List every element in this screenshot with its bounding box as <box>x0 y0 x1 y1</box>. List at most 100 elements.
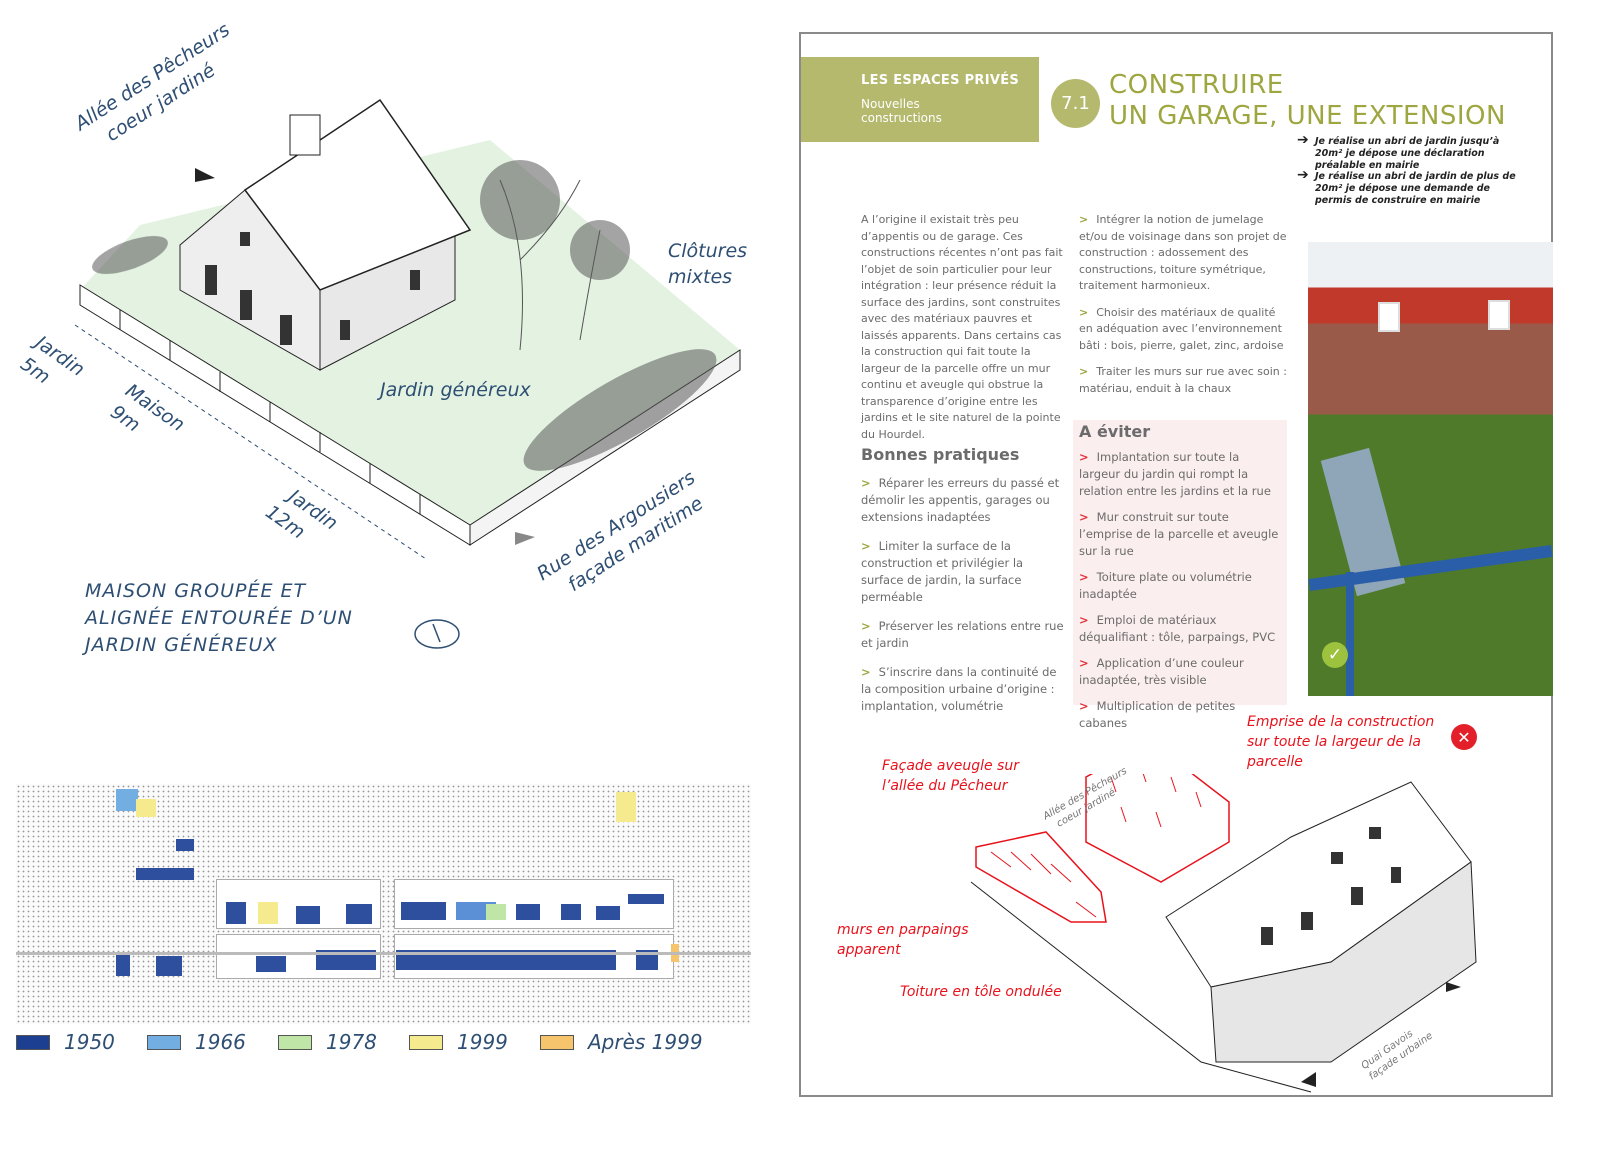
bullet-icon: > <box>1079 570 1089 584</box>
title-line: CONSTRUIRE <box>1109 70 1284 100</box>
legend-swatch <box>278 1034 312 1050</box>
note: ➔ Je réalise un abri de jardin de plus de… <box>1297 167 1517 207</box>
bullet-icon: > <box>1079 656 1089 670</box>
bullet-icon: > <box>1079 613 1089 627</box>
label-line: Façade aveugle sur <box>882 758 1019 774</box>
section-band: LES ESPACES PRIVÉS Nouvelles constructio… <box>801 57 1039 142</box>
legend-item-1999: 1999 <box>409 1030 508 1054</box>
item-text: Emploi de matériaux déqualifiant : tôle,… <box>1079 613 1276 644</box>
bullet-icon: > <box>1079 365 1089 378</box>
list-item: >Mur construit sur toute l’emprise de la… <box>1079 509 1281 560</box>
clotures-sub-label: mixtes <box>668 266 733 288</box>
legend-item-apres-1999: Après 1999 <box>540 1030 703 1054</box>
item-text: Réparer les erreurs du passé et démolir … <box>861 476 1060 524</box>
caption: MAISON GROUPÉE ET ALIGNÉE ENTOURÉE D’UN … <box>85 578 353 659</box>
label-line: Emprise de la construction <box>1247 714 1435 730</box>
label-emprise: Emprise de la construction sur toute la … <box>1247 712 1434 772</box>
label-line: l’allée du Pêcheur <box>882 778 1008 794</box>
item-text: Traiter les murs sur rue avec soin : mat… <box>1079 365 1287 395</box>
legend-item-1978: 1978 <box>278 1030 377 1054</box>
bullet-icon: > <box>1079 213 1089 226</box>
list-item: >S’inscrire dans la continuité de la com… <box>861 664 1067 715</box>
arrow-right-icon: ➔ <box>1297 132 1309 148</box>
item-text: Mur construit sur toute l’emprise de la … <box>1079 510 1279 558</box>
subsection-title: Nouvelles constructions <box>861 97 942 125</box>
label-clotures: Clôtures mixtes <box>668 238 747 290</box>
legend-item-1950: 1950 <box>16 1030 115 1054</box>
arrow-right-icon: ➔ <box>1297 167 1309 183</box>
bullet-icon: > <box>861 665 871 679</box>
guideline-page: LES ESPACES PRIVÉS Nouvelles constructio… <box>799 32 1553 1097</box>
good-practices-continued: >Intégrer la notion de jumelage et/ou de… <box>1079 212 1291 397</box>
legend-label: Après 1999 <box>588 1030 703 1054</box>
item-text: Préserver les relations entre rue et jar… <box>861 619 1064 650</box>
note-text: Je réalise un abri de jardin jusqu’à 20m… <box>1315 136 1500 171</box>
list-item: >Emploi de matériaux déqualifiant : tôle… <box>1079 612 1281 646</box>
list-item: >Limiter la surface de la construction e… <box>861 538 1067 606</box>
legend-swatch <box>409 1034 443 1050</box>
house-sketch <box>74 98 741 560</box>
item-text: Choisir des matériaux de qualité en adéq… <box>1079 305 1284 352</box>
label-line: sur toute la largeur de la <box>1247 734 1421 750</box>
item-text: Toiture plate ou volumétrie inadaptée <box>1079 570 1252 601</box>
intro-text: A l’origine il existait très peu d’appen… <box>861 213 1063 441</box>
bullet-icon: > <box>1079 510 1089 524</box>
legend-swatch <box>16 1034 50 1050</box>
item-text: Limiter la surface de la construction et… <box>861 539 1024 604</box>
section-title: LES ESPACES PRIVÉS <box>861 73 1020 88</box>
check-icon: ✓ <box>1322 642 1348 668</box>
label-line: apparent <box>837 942 901 958</box>
list-item: >Traiter les murs sur rue avec soin : ma… <box>1079 364 1291 397</box>
label-parpaings: murs en parpaings apparent <box>837 920 969 960</box>
legend-item-1966: 1966 <box>147 1030 246 1054</box>
list-item: >Réparer les erreurs du passé et démolir… <box>861 475 1067 526</box>
label-line: parcelle <box>1247 754 1303 770</box>
item-text: Multiplication de petites cabanes <box>1079 699 1236 730</box>
garden-photo: ✓ <box>1308 242 1553 696</box>
bullet-icon: > <box>1079 699 1089 713</box>
forbidden-icon: ✕ <box>1451 724 1477 750</box>
bullet-icon: > <box>1079 450 1089 464</box>
clotures-label: Clôtures <box>668 240 748 262</box>
legend-label: 1950 <box>64 1030 115 1054</box>
list-item: >Préserver les relations entre rue et ja… <box>861 618 1067 652</box>
bullet-icon: > <box>1079 305 1089 319</box>
avoid-box: A éviter >Implantation sur toute la larg… <box>1073 420 1287 730</box>
caption-line: MAISON GROUPÉE ET <box>85 580 307 602</box>
legend-swatch <box>147 1034 181 1050</box>
note: ➔ Je réalise un abri de jardin jusqu’à 20… <box>1297 132 1517 172</box>
avoid-heading: A éviter <box>1079 422 1151 441</box>
north-arrow-icon <box>414 619 460 649</box>
caption-line: ALIGNÉE ENTOURÉE D’UN <box>85 607 353 629</box>
item-text: Intégrer la notion de jumelage et/ou de … <box>1079 213 1287 292</box>
caption-line: JARDIN GÉNÉREUX <box>85 634 278 656</box>
list-item: >Implantation sur toute la largeur du ja… <box>1079 449 1281 500</box>
item-text: Application d’une couleur inadaptée, trè… <box>1079 656 1244 687</box>
list-item: >Toiture plate ou volumétrie inadaptée <box>1079 569 1281 603</box>
legend-label: 1966 <box>195 1030 246 1054</box>
label-toiture: Toiture en tôle ondulée <box>900 984 1062 1000</box>
list-item: >Multiplication de petites cabanes <box>1079 698 1281 732</box>
list-item: >Choisir des matériaux de qualité en adé… <box>1079 305 1291 355</box>
bullet-icon: > <box>861 476 871 490</box>
note-text: Je réalise un abri de jardin de plus de … <box>1315 171 1516 206</box>
bullet-icon: > <box>861 619 871 633</box>
list-item: >Intégrer la notion de jumelage et/ou de… <box>1079 212 1291 295</box>
item-text: Implantation sur toute la largeur du jar… <box>1079 450 1271 498</box>
good-practices: Bonnes pratiques >Réparer les erreurs du… <box>861 446 1067 727</box>
legend-swatch <box>540 1034 574 1050</box>
list-item: >Application d’une couleur inadaptée, tr… <box>1079 655 1281 689</box>
label-facade-aveugle: Façade aveugle sur l’allée du Pêcheur <box>882 756 1019 796</box>
extension-sketch <box>970 774 1477 1093</box>
label-line: murs en parpaings <box>837 922 969 938</box>
label-jardin-genereux: Jardin généreux <box>380 379 531 401</box>
aerial-plan <box>16 784 751 1024</box>
legend-label: 1999 <box>457 1030 508 1054</box>
legend-label: 1978 <box>326 1030 377 1054</box>
bullet-icon: > <box>861 539 871 553</box>
title-line: UN GARAGE, UNE EXTENSION <box>1109 101 1506 131</box>
good-practices-heading: Bonnes pratiques <box>861 445 1020 464</box>
item-text: S’inscrire dans la continuité de la comp… <box>861 665 1057 713</box>
section-number: 7.1 <box>1051 79 1100 128</box>
page-title: CONSTRUIRE UN GARAGE, UNE EXTENSION <box>1109 70 1506 132</box>
